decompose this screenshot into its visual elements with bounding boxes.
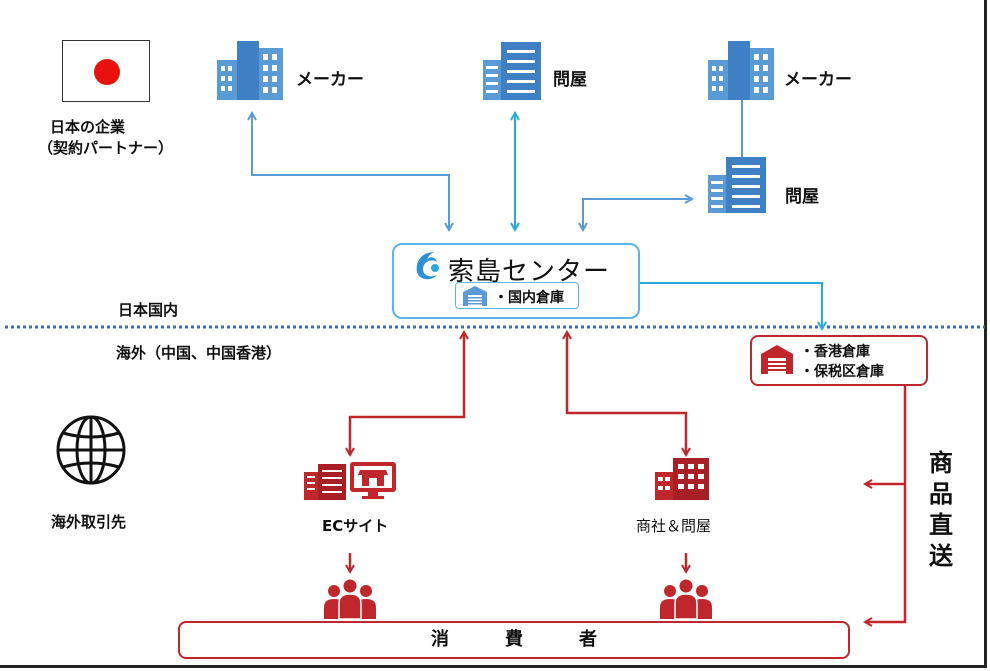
domestic-warehouse-box <box>455 282 579 309</box>
direct-shipping-label: 商品直送 <box>929 449 953 570</box>
globe-icon <box>56 415 126 485</box>
consumer-label: 消費者 <box>431 629 653 650</box>
trader-building-icon <box>655 458 709 500</box>
wholesaler-top-label: 問屋 <box>553 70 587 90</box>
office-building-icon <box>708 41 774 100</box>
sakushima-center-box <box>392 243 640 319</box>
direct-shipping-line <box>865 386 907 622</box>
arrow-center-to-hk <box>640 282 822 329</box>
office-building-icon <box>217 41 283 100</box>
partner-title-line2: （契約パートナー） <box>38 139 174 157</box>
arrow-trader <box>567 332 686 455</box>
consumer-box: 消費者 <box>178 621 850 659</box>
overseas-partner-label: 海外取引先 <box>51 513 127 531</box>
wholesale-building-icon <box>708 157 766 213</box>
ec-site-icon <box>304 462 396 500</box>
maker-right-label: メーカー <box>784 70 852 90</box>
japan-flag-icon <box>62 40 150 102</box>
warehouse-icon <box>463 286 487 306</box>
hk-warehouse-line1: ・香港倉庫 <box>800 344 870 360</box>
ec-site-label: ECサイト <box>322 517 389 535</box>
partner-title-line1: 日本の企業 <box>50 118 126 136</box>
domestic-warehouse-label: ・国内倉庫 <box>494 290 564 306</box>
arrow-wholesaler-right <box>583 199 692 230</box>
wholesale-building-icon <box>483 42 541 100</box>
people-group-icon <box>660 579 712 619</box>
trader-label: 商社＆問屋 <box>636 517 712 535</box>
overseas-region-label: 海外（中国、中国香港） <box>116 344 282 362</box>
wholesaler-right-label: 問屋 <box>785 187 819 207</box>
domestic-region-label: 日本国内 <box>118 301 179 319</box>
maker-left-label: メーカー <box>296 70 364 90</box>
arrow-ec-site <box>350 332 464 455</box>
warehouse-icon <box>761 345 793 374</box>
wave-logo-icon <box>416 252 439 280</box>
arrow-maker-left <box>252 113 449 230</box>
people-group-icon <box>324 579 376 619</box>
hk-warehouse-line2: ・保税区倉庫 <box>800 364 884 380</box>
